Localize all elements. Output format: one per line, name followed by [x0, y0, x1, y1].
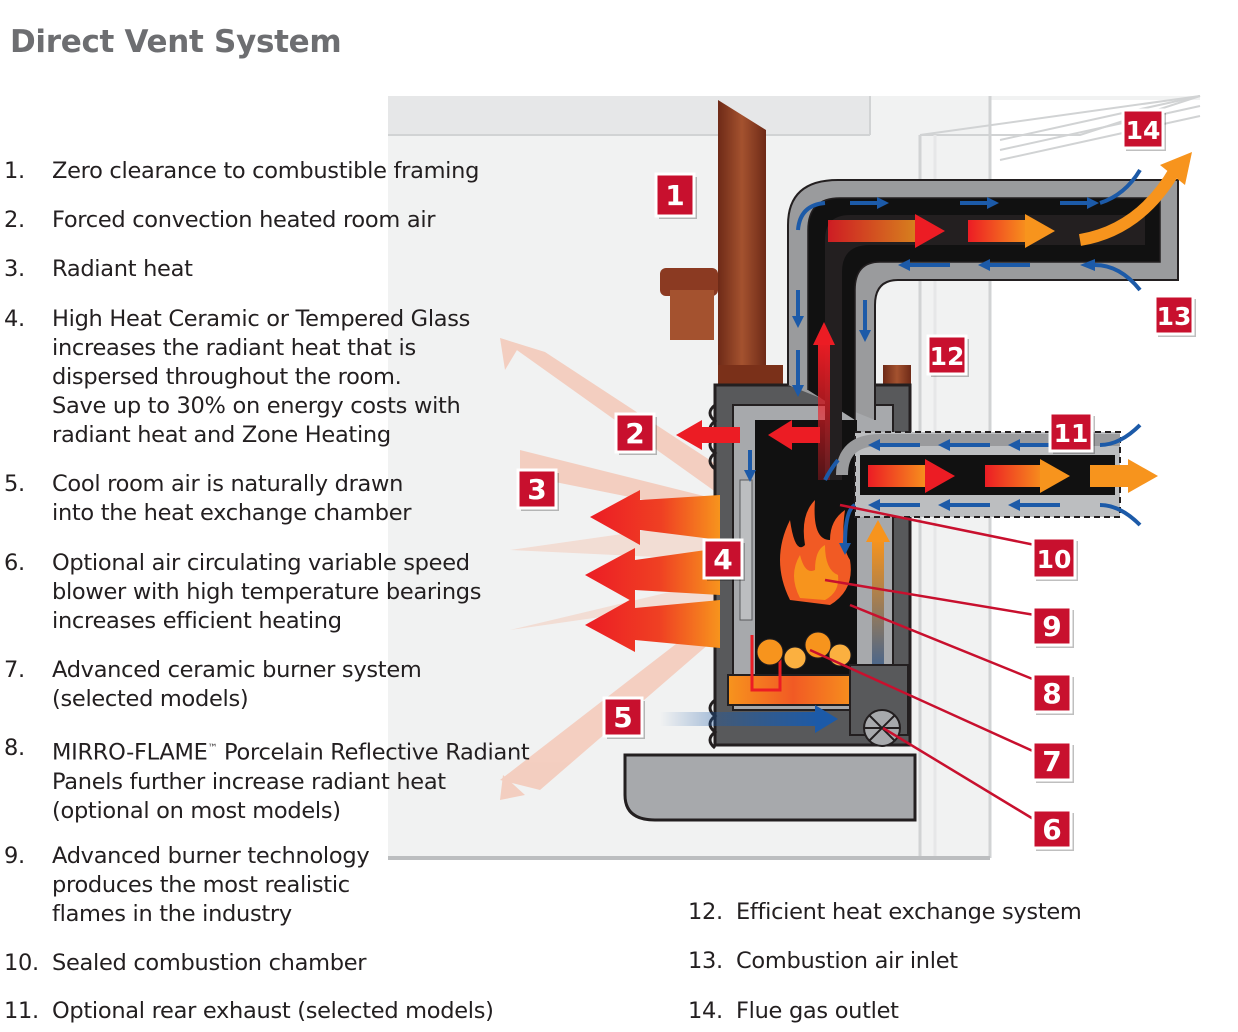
- legend-text: MIRRO-FLAME™ Porcelain Reflective Radian…: [52, 739, 530, 824]
- legend-number: 10.: [4, 950, 39, 976]
- legend-text: Advanced burner technology produces the …: [52, 843, 370, 927]
- callout-label: 10: [1037, 545, 1072, 574]
- legend-number: 3.: [4, 256, 25, 282]
- callout-label: 9: [1042, 610, 1061, 643]
- legend-number: 9.: [4, 843, 25, 869]
- callout-label: 3: [527, 473, 546, 506]
- blower-wheel: [849, 664, 909, 747]
- cool-air-arrows: [660, 168, 1142, 733]
- callout-8: 8: [1031, 672, 1074, 715]
- legend-number: 6.: [4, 550, 25, 576]
- legend-text: Optional rear exhaust (selected models): [52, 998, 494, 1024]
- callout-label: 5: [613, 701, 632, 734]
- legend-text: Efficient heat exchange system: [736, 899, 1082, 925]
- legend-number: 12.: [688, 899, 723, 925]
- callout-label: 6: [1042, 813, 1061, 846]
- legend-text: Radiant heat: [52, 256, 193, 282]
- callout-9: 9: [1031, 605, 1074, 648]
- callout-5: 5: [602, 696, 645, 739]
- legend-number: 14.: [688, 998, 723, 1024]
- legend-text: Flue gas outlet: [736, 998, 899, 1024]
- callout-label: 13: [1157, 302, 1192, 331]
- legend-text: Zero clearance to combustible framing: [52, 158, 480, 184]
- legend-text: Advanced ceramic burner system (selected…: [52, 657, 422, 712]
- callout-11: 11: [1048, 411, 1095, 454]
- callout-6: 6: [1031, 808, 1074, 851]
- legend-number: 11.: [4, 998, 39, 1024]
- callout-1: 1: [654, 172, 697, 219]
- legend-number: 2.: [4, 207, 25, 233]
- callout-label: 11: [1054, 419, 1089, 448]
- hot-air-arrows: [585, 152, 1192, 700]
- callout-label: 12: [930, 342, 965, 371]
- callout-label: 7: [1042, 745, 1061, 778]
- legend-number: 4.: [4, 306, 25, 332]
- callout-2: 2: [614, 412, 657, 455]
- callout-14: 14: [1121, 108, 1166, 151]
- callout-3: 3: [516, 468, 559, 511]
- callout-label: 2: [625, 417, 644, 450]
- legend-text: Combustion air inlet: [736, 948, 958, 974]
- legend-text: Sealed combustion chamber: [52, 950, 367, 976]
- callout-10: 10: [1031, 536, 1078, 581]
- callout-label: 4: [713, 543, 732, 576]
- legend-text: Cool room air is naturally drawn into th…: [52, 471, 412, 526]
- burner-flames: [756, 500, 852, 670]
- callout-12: 12: [926, 334, 969, 377]
- legend-text: Forced convection heated room air: [52, 207, 436, 233]
- hearth-base: [623, 753, 917, 822]
- legend-number: 13.: [688, 948, 723, 974]
- callout-4: 4: [702, 538, 745, 581]
- callout-13: 13: [1153, 294, 1196, 337]
- callout-label: 14: [1126, 116, 1161, 145]
- legend-number: 5.: [4, 471, 25, 497]
- leader-lines: [809, 503, 1036, 822]
- legend-number: 8.: [4, 735, 25, 761]
- callout-label: 1: [665, 179, 684, 212]
- wood-framing: [660, 100, 911, 440]
- legend-number: 7.: [4, 657, 25, 683]
- legend-number: 1.: [4, 158, 25, 184]
- legend-text: High Heat Ceramic or Tempered Glass incr…: [52, 306, 471, 448]
- diagram-title: Direct Vent System: [10, 24, 342, 60]
- legend-text: Optional air circulating variable speed …: [52, 550, 482, 634]
- callout-label: 8: [1042, 677, 1061, 710]
- callout-7: 7: [1031, 740, 1074, 783]
